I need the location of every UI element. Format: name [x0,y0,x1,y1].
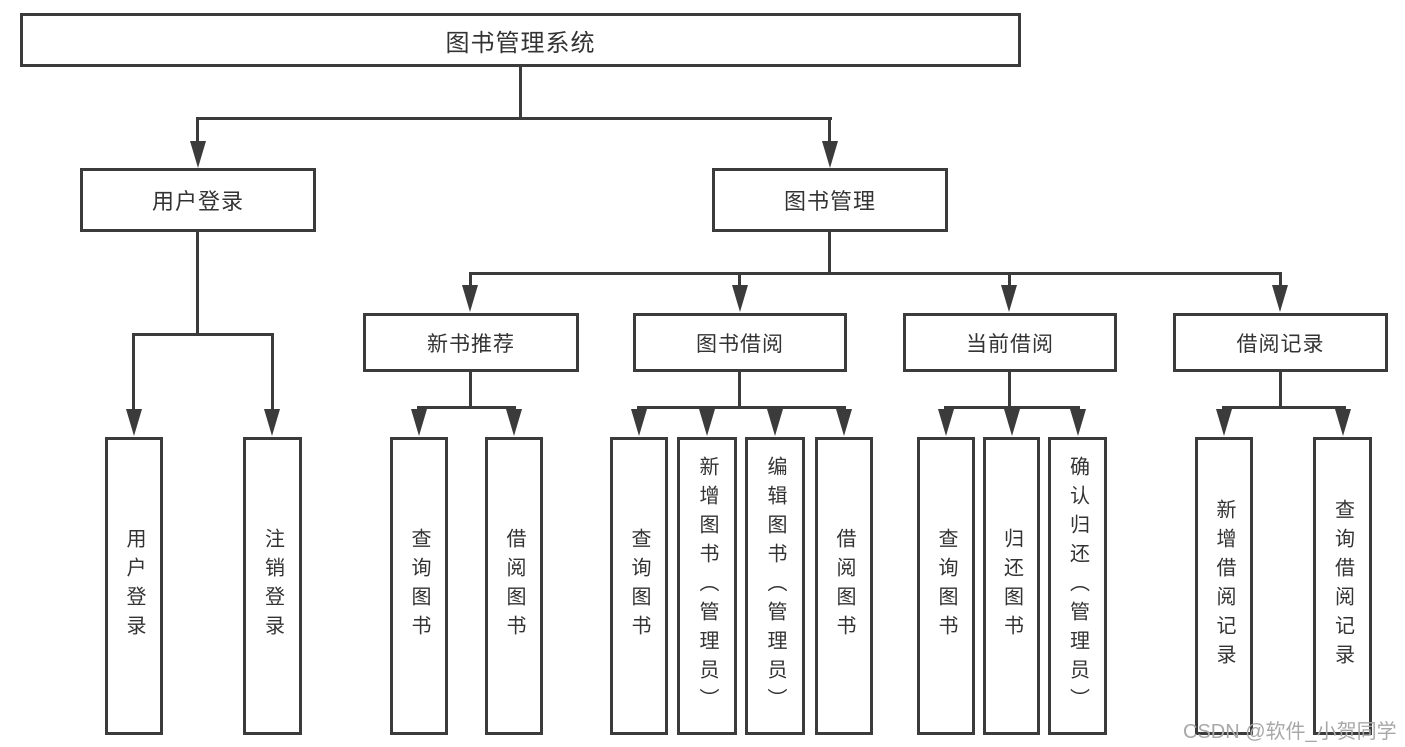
connector-book-mgmt-stem-2 [738,272,741,288]
leaf-label: 查询图书 [628,528,650,644]
arrow-to-user-login [190,141,206,168]
connector-book-mgmt-stem-4 [1279,272,1282,288]
arrow-group2-leaf3 [767,409,783,436]
leaf-logout: 注销登录 [243,437,302,735]
leaf-user-login: 用户登录 [105,437,163,735]
arrow-to-new-book-recommend [462,285,478,312]
arrow-to-current-borrow [1001,285,1017,312]
leaf-borrow-borrow-books: 借阅图书 [815,437,873,735]
leaf-borrow-query-books: 查询图书 [610,437,668,735]
node-label: 图书管理 [783,189,876,214]
leaf-recommend-query-books: 查询图书 [390,437,448,735]
arrow-group1-leaf2 [506,409,522,436]
node-label: 借阅记录 [1236,332,1325,356]
node-label: 图书借阅 [696,332,784,356]
leaf-label: 借阅图书 [503,528,525,644]
node-new-book-recommend: 新书推荐 [363,313,579,372]
connector-group3-hline [944,406,1080,409]
connector-user-login-hline [132,333,274,336]
arrow-group3-leaf1 [938,409,954,436]
leaf-query-borrow-record: 查询借阅记录 [1313,437,1372,735]
connector-book-mgmt-hline [469,272,1282,275]
connector-root-stem-right [828,117,831,143]
node-label: 用户登录 [151,189,244,214]
connector-group2-vline [738,372,741,409]
leaf-edit-books-admin: 编辑图书（管理员） [745,437,805,735]
arrow-to-book-borrow [732,285,748,312]
node-borrow-records: 借阅记录 [1173,313,1388,372]
connector-group1-hline [417,406,516,409]
node-library-management-system: 图书管理系统 [20,13,1021,67]
connector-group4-vline [1279,372,1282,409]
arrow-group1-leaf1 [411,409,427,436]
leaf-label: 确认归还（管理员） [1066,455,1089,717]
arrow-to-leaf-user-login [126,409,142,436]
arrow-group2-leaf1 [631,409,647,436]
leaf-label: 新增图书（管理员） [696,455,718,717]
node-label: 新书推荐 [427,332,515,356]
arrow-group2-leaf2 [699,409,715,436]
connector-root-stem-left [196,117,199,143]
leaf-label: 查询借阅记录 [1331,499,1354,673]
connector-book-mgmt-vline [828,232,831,275]
leaf-label: 查询图书 [935,528,957,644]
connector-group2-hline [637,406,846,409]
leaf-current-query-books: 查询图书 [917,437,975,735]
leaf-add-borrow-record: 新增借阅记录 [1195,437,1253,735]
node-user-login: 用户登录 [80,168,316,232]
leaf-label: 查询图书 [408,528,430,644]
connector-root-hline [196,117,832,120]
leaf-label: 归还图书 [1000,528,1023,644]
arrow-group3-leaf2 [1004,409,1020,436]
arrow-to-borrow-records [1272,285,1288,312]
node-label: 当前借阅 [966,332,1054,356]
arrow-group4-leaf2 [1335,409,1351,436]
connector-root-vline [519,67,522,119]
node-current-borrow: 当前借阅 [903,313,1117,372]
leaf-recommend-borrow-books: 借阅图书 [485,437,543,735]
connector-group4-hline [1222,406,1346,409]
csdn-watermark: CSDN @软件_小贺同学 [1183,721,1397,743]
arrow-group4-leaf1 [1216,409,1232,436]
connector-book-mgmt-stem-1 [469,272,472,288]
leaf-add-books-admin: 新增图书（管理员） [677,437,737,735]
connector-book-mgmt-stem-3 [1008,272,1011,288]
connector-user-login-vline [196,232,199,336]
connector-user-login-stem-1 [132,333,135,411]
arrow-to-leaf-logout [264,409,280,436]
leaf-return-books: 归还图书 [983,437,1040,735]
leaf-confirm-return-admin: 确认归还（管理员） [1048,437,1107,735]
leaf-label: 编辑图书（管理员） [764,455,786,717]
leaf-label: 用户登录 [123,528,145,644]
arrow-group3-leaf3 [1070,409,1086,436]
leaf-label: 新增借阅记录 [1213,499,1235,673]
node-label: 图书管理系统 [445,29,596,57]
leaf-label: 注销登录 [261,528,284,644]
connector-group3-vline [1008,372,1011,409]
connector-group1-vline [469,372,472,409]
arrow-group2-leaf4 [836,409,852,436]
node-book-borrow: 图书借阅 [633,313,847,372]
node-book-management: 图书管理 [712,168,948,232]
leaf-label: 借阅图书 [833,528,855,644]
arrow-to-book-management [822,141,838,168]
connector-user-login-stem-2 [271,333,274,411]
